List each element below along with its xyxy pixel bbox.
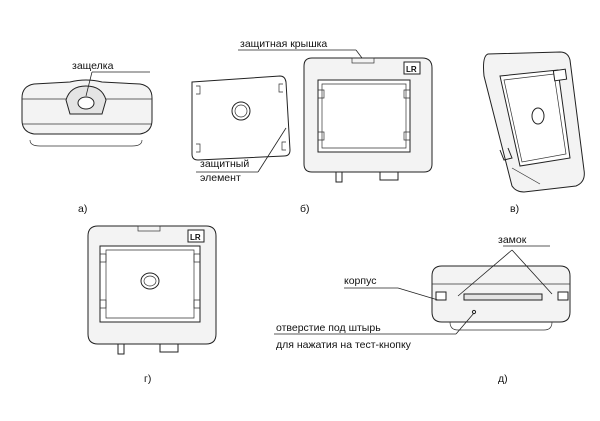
figure-a: защелка а) (21, 60, 153, 215)
test-hole-label-line1: отверстие под штырь (276, 322, 381, 334)
figure-d: замок корпус отверстие под штырь для наж… (274, 234, 571, 385)
figure-g: LR г) (87, 225, 217, 385)
caption-v: в) (510, 203, 519, 215)
caption-d: д) (498, 373, 508, 385)
caption-g: г) (144, 373, 151, 385)
protective-cover-label: защитная крышка (240, 38, 327, 50)
caption-b: б) (300, 203, 310, 215)
protective-element-label-line1: защитный (200, 158, 249, 170)
test-hole-label-line2: для нажатия на тест-кнопку (276, 339, 412, 351)
cover-logo: LR (406, 65, 417, 74)
latch-label: защелка (72, 60, 114, 72)
protective-element-label-line2: элемент (200, 172, 241, 184)
figure-v: в) (483, 51, 585, 215)
housing-label: корпус (344, 275, 376, 287)
lock-label: замок (498, 234, 527, 246)
figure-b: защитный элемент LR защитная крышка б) (191, 38, 433, 215)
assembled-cover-logo: LR (190, 233, 201, 242)
caption-a: а) (78, 203, 87, 215)
